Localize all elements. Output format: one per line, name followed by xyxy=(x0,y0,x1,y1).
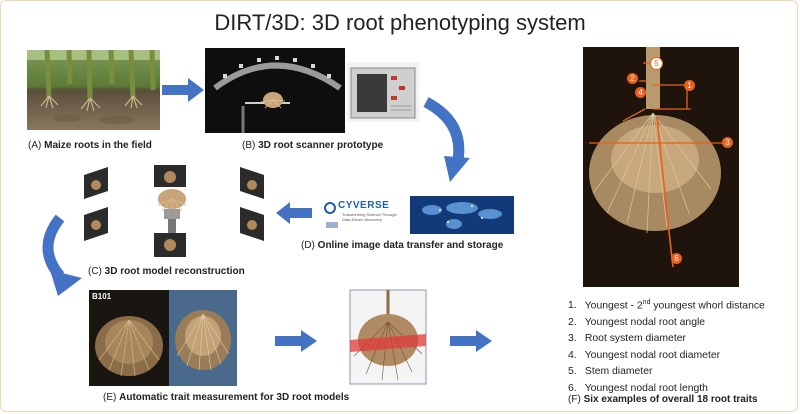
marker-1: 1 xyxy=(684,80,695,91)
figure-title: DIRT/3D: 3D root phenotyping system xyxy=(214,10,586,35)
caption-e: (E) Automatic trait measurement for 3D r… xyxy=(103,392,350,403)
marker-3: 3 xyxy=(722,137,733,148)
arrow-c-to-e xyxy=(42,214,82,296)
arrow-model-to-traits xyxy=(450,330,492,352)
root-photo-side xyxy=(169,290,237,386)
cyverse-logo: CYVERSE xyxy=(338,200,390,211)
marker-5: 5 xyxy=(650,57,663,70)
cyverse-tagline: Transforming Science Through Data-Driven… xyxy=(342,212,397,222)
trait-item: 5. Stem diameter xyxy=(568,366,653,378)
caption-f: (F) Six examples of overall 18 root trai… xyxy=(568,394,758,405)
trait-list: 1. Youngest - 2nd youngest whorl distanc… xyxy=(568,295,765,397)
trait-item: 4. Youngest nodal root diameter xyxy=(568,349,721,361)
reconstruction-views xyxy=(76,163,272,263)
root-3d-model xyxy=(344,286,432,388)
caption-b: (B) 3D root scanner prototype xyxy=(242,140,384,151)
annotated-root-photo: 5 2 4 1 3 6 xyxy=(583,47,739,287)
marker-4: 4 xyxy=(635,87,646,98)
arrow-b-to-d xyxy=(423,97,470,182)
maize-field-photo xyxy=(27,50,160,130)
root-scanner-photo xyxy=(205,48,345,133)
sample-label: B101 xyxy=(92,292,112,301)
marker-2: 2 xyxy=(627,73,638,84)
root-photo-b101: B101 xyxy=(89,290,169,386)
trait-item: 2. Youngest nodal root angle xyxy=(568,316,706,328)
caption-a: (A) Maize roots in the field xyxy=(28,140,152,151)
scanner-hardware-photo xyxy=(347,62,419,122)
trait-item: 1. Youngest - 2nd youngest whorl distanc… xyxy=(568,299,765,312)
arrow-a-to-b xyxy=(162,78,204,102)
arrow-d-to-c xyxy=(276,202,312,224)
trait-item: 6. Youngest nodal root length xyxy=(568,382,708,394)
caption-c: (C) 3D root model reconstruction xyxy=(88,266,245,277)
cyverse-panel: CYVERSE Transforming Science Through Dat… xyxy=(322,196,514,234)
marker-6: 6 xyxy=(671,253,682,264)
trait-item: 3. Root system diameter xyxy=(568,333,686,345)
caption-d: (D) Online image data transfer and stora… xyxy=(301,240,504,251)
arrow-photo-to-model xyxy=(275,330,317,352)
